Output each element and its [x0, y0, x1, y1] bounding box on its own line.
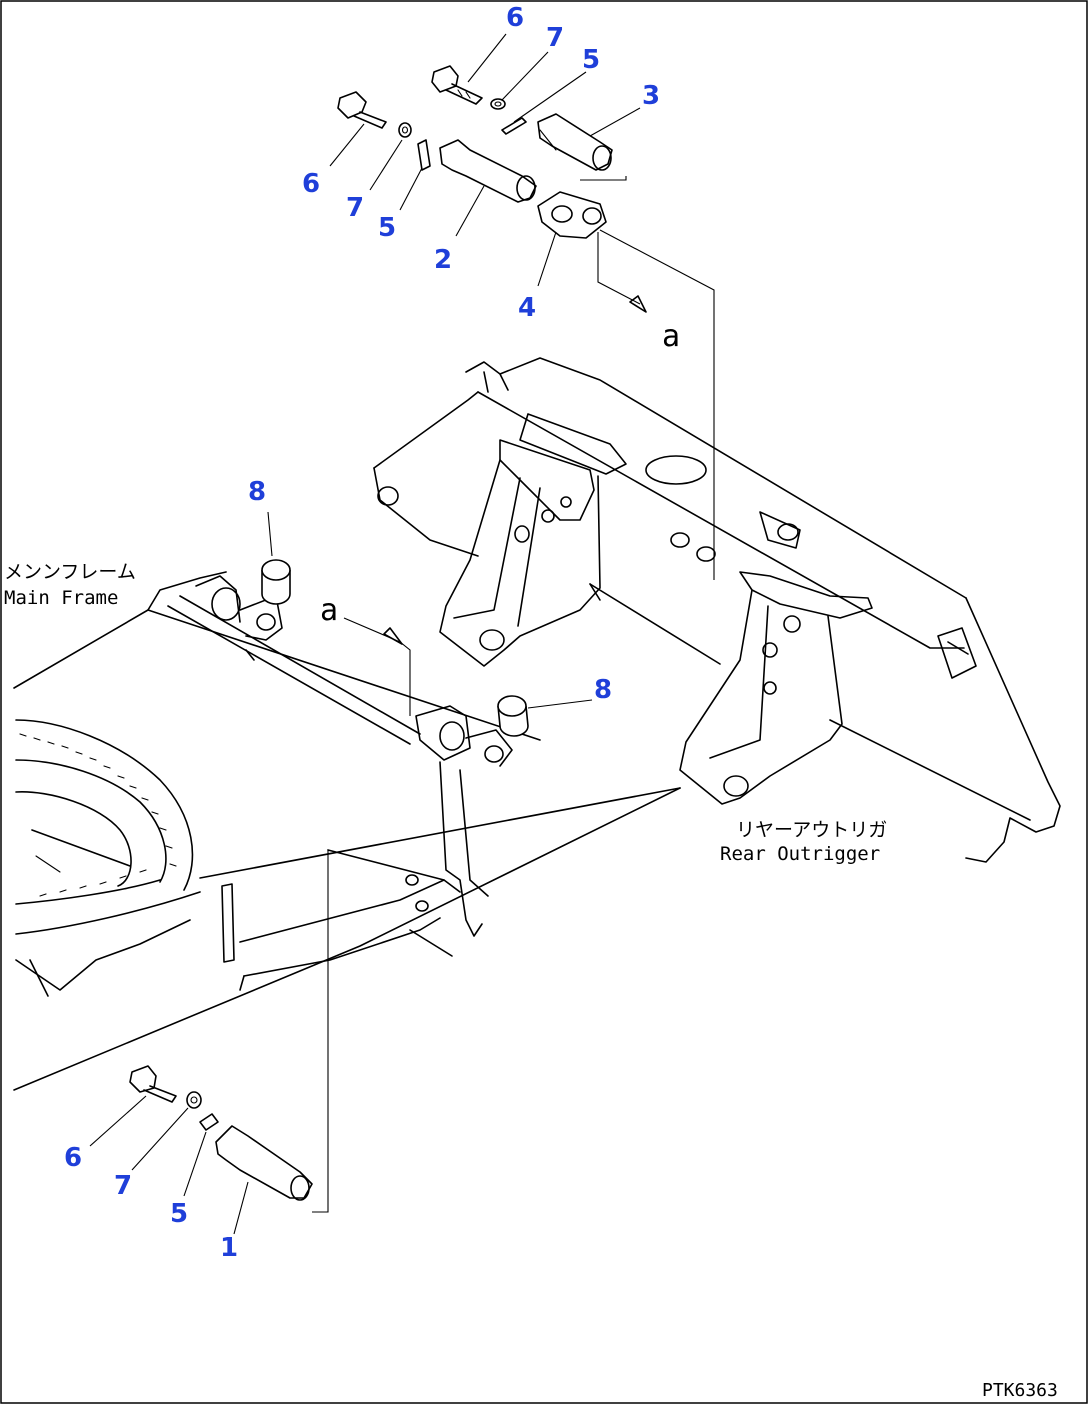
- callout-left-7: 7: [346, 193, 364, 223]
- callout-lower-8: 8: [594, 675, 612, 705]
- view-mark-top: a: [662, 319, 680, 354]
- bushing-8-lower: [497, 695, 529, 737]
- callout-bottom-6: 6: [64, 1143, 82, 1173]
- top-pin-2: [439, 139, 537, 203]
- callout-top-5: 5: [582, 45, 600, 75]
- callout-upper-8: 8: [248, 477, 266, 507]
- left-view-arrow: [383, 627, 403, 645]
- callout-bottom-5: 5: [170, 1199, 188, 1229]
- callout-top-4: 4: [518, 293, 536, 323]
- top-view-arrow: [629, 295, 647, 313]
- callout-left-5: 5: [378, 213, 396, 243]
- left-washer-7: [398, 122, 412, 138]
- rear-outrigger-label-en: Rear Outrigger: [720, 843, 880, 865]
- bottom-pin-5: [199, 1113, 219, 1131]
- view-mark-left: a: [320, 593, 338, 628]
- left-bolt-6: [337, 91, 387, 129]
- callout-left-6: 6: [302, 169, 320, 199]
- main-frame-label-en: Main Frame: [4, 587, 118, 609]
- main-frame-label-jp: メンンフレーム: [4, 561, 136, 583]
- rear-outrigger-label-jp: リヤーアウトリガ: [736, 819, 887, 841]
- top-pin-5: [501, 117, 527, 135]
- callout-bottom-1: 1: [220, 1233, 238, 1263]
- rear-outrigger: [373, 357, 1061, 863]
- top-pin-3: [537, 113, 613, 171]
- top-bolt-6: [431, 65, 483, 105]
- callout-top-7: 7: [546, 23, 564, 53]
- main-frame: [13, 571, 681, 1091]
- bottom-washer-7: [186, 1091, 202, 1109]
- callout-leaders: [89, 33, 641, 1235]
- top-bracket-4: [537, 191, 607, 239]
- callout-bottom-7: 7: [114, 1171, 132, 1201]
- callout-top-3: 3: [642, 81, 660, 111]
- figure-reference: PTK6363: [982, 1380, 1058, 1401]
- callout-top-2: 2: [434, 245, 452, 275]
- top-washer-7: [490, 98, 506, 110]
- left-pin-5: [417, 139, 431, 171]
- bottom-bolt-6: [129, 1065, 177, 1103]
- bushing-8-upper: [261, 559, 291, 605]
- bottom-pin-1: [215, 1125, 313, 1201]
- callout-top-6: 6: [506, 3, 524, 33]
